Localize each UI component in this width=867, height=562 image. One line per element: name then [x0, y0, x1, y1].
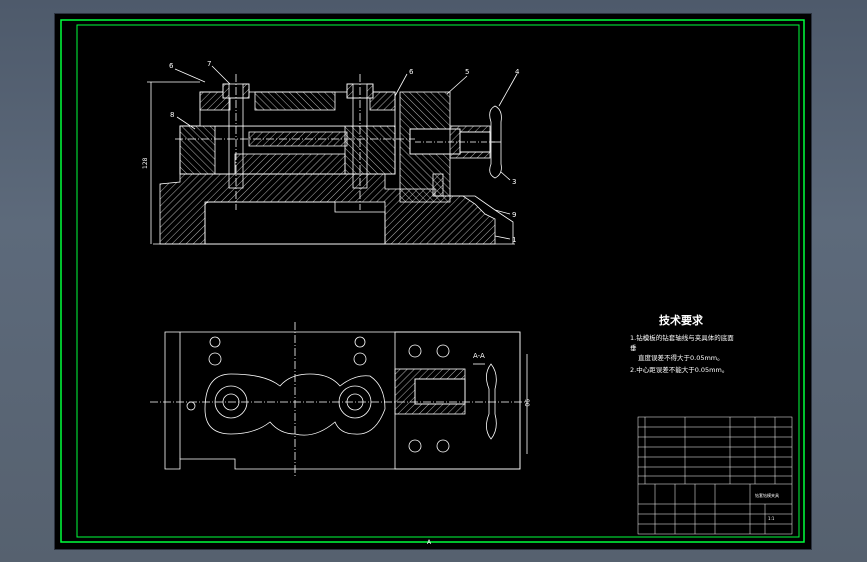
part-label-6a: 6	[169, 62, 174, 70]
title-block	[637, 416, 793, 535]
part-label-5: 5	[465, 68, 469, 76]
drawing-sheet: 6 7 8 6 5 4 3 9 1 128 A-A A 90 技术要求	[55, 14, 811, 549]
part-label-1: 1	[512, 236, 516, 244]
part-label-6b: 6	[409, 68, 414, 76]
notes-line-4: 2.中心距误差不能大于0.05mm。	[630, 365, 728, 374]
section-mark: A	[427, 539, 432, 546]
part-label-8: 8	[170, 111, 174, 119]
section-label: A-A	[473, 352, 485, 360]
outer-border	[60, 19, 805, 543]
title-block-drawing-name: 钻套钻模夹具	[755, 492, 779, 498]
part-label-9: 9	[512, 211, 516, 219]
notes-title: 技术要求	[659, 313, 704, 327]
inner-border	[76, 24, 800, 538]
dimension-main: 128	[142, 157, 149, 169]
cad-drawing: 6 7 8 6 5 4 3 9 1 128 A-A A 90 技术要求	[60, 19, 805, 546]
top-view	[150, 322, 528, 476]
part-label-3: 3	[512, 178, 516, 186]
notes-line-3: 直度误差不得大于0.05mm。	[638, 353, 724, 362]
title-block-scale: 1:1	[768, 516, 775, 521]
dimension-top: 90	[523, 399, 530, 407]
part-label-7: 7	[207, 60, 211, 68]
part-label-4: 4	[515, 68, 520, 76]
notes-line-1: 1.钻模板的钻套轴线与夹具体的底面	[630, 333, 734, 342]
front-section-view	[147, 65, 518, 245]
notes-line-2: 垂	[630, 343, 637, 352]
